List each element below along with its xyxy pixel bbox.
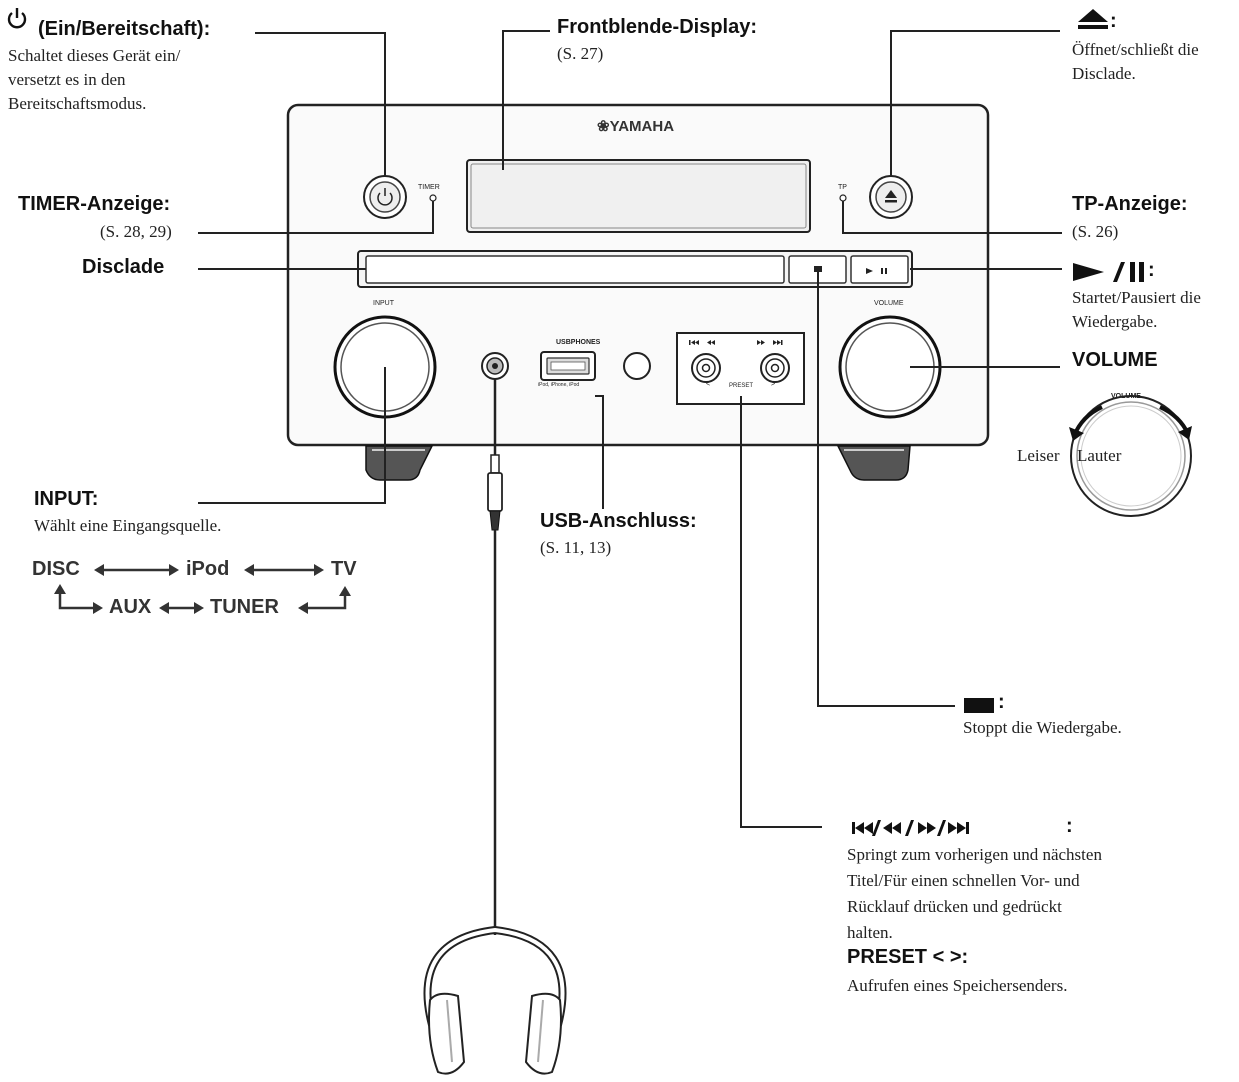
stop-icon — [964, 698, 994, 713]
play-pause-button — [850, 255, 909, 284]
timer-ref: (S. 28, 29) — [100, 222, 172, 241]
tp-title: TP-Anzeige: — [1072, 193, 1188, 215]
brand-logo: ❀YAMAHA — [597, 118, 675, 135]
input-desc: Wählt eine Eingangsquelle. — [34, 516, 222, 535]
power-desc: Schaltet dieses Gerät ein/ versetzt es i… — [8, 46, 181, 113]
preset-left: < — [706, 381, 711, 388]
source-tv: TV — [331, 558, 357, 580]
timer-label: TIMER — [418, 184, 440, 191]
left-foot — [365, 445, 434, 481]
preset-label: PRESET — [729, 383, 754, 389]
usb-phones-label: USBPHONES — [556, 339, 601, 346]
preset-right: > — [771, 381, 776, 388]
preset-desc: Aufrufen eines Speichersenders. — [847, 976, 1068, 995]
volume-leiser: Leiser — [1017, 446, 1060, 465]
skip-icons — [852, 820, 969, 836]
usb-title: USB-Anschluss: — [540, 510, 697, 532]
volume-title: VOLUME — [1072, 349, 1158, 371]
volume-illustration — [1070, 395, 1192, 517]
source-tuner: TUNER — [210, 596, 279, 618]
tp-ref: (S. 26) — [1072, 222, 1119, 241]
play-pause-icon — [1073, 262, 1144, 282]
volume-lauter: Lauter — [1077, 446, 1122, 465]
ir-sensor — [623, 352, 651, 380]
source-aux: AUX — [109, 596, 152, 618]
play-title: : — [1148, 259, 1155, 281]
skip-title: : — [1066, 815, 1073, 837]
input-label: INPUT — [373, 300, 394, 307]
stop-desc: Stoppt die Wiedergabe. — [963, 718, 1122, 737]
input-title: INPUT: — [34, 488, 99, 510]
power-title: (Ein/Bereitschaft): — [38, 18, 211, 40]
source-disc: DISC — [32, 558, 80, 580]
front-display — [466, 159, 811, 233]
display-title: Frontblende-Display: — [557, 16, 758, 38]
play-desc: Startet/Pausiert die Wiedergabe. — [1072, 288, 1201, 331]
right-earcup — [524, 992, 562, 1075]
volume-knob-label: VOLUME — [1111, 393, 1141, 400]
stop-title: : — [998, 691, 1005, 713]
tp-label: TP — [838, 184, 847, 191]
preset-title: PRESET < >: — [847, 946, 969, 968]
device-glyphs — [689, 268, 887, 345]
eject-title: : — [1110, 10, 1117, 32]
power-icon — [7, 8, 27, 29]
display-ref: (S. 27) — [557, 44, 604, 63]
tp-led — [839, 194, 847, 202]
timer-led — [429, 194, 437, 202]
right-foot — [836, 445, 911, 481]
disclade-title: Disclade — [82, 256, 165, 278]
eject-icon — [1078, 9, 1108, 29]
eject-desc: Öffnet/schließt die Disclade. — [1072, 40, 1199, 83]
source-ipod: iPod — [186, 558, 230, 580]
skip-desc: Springt zum vorherigen und nächsten Tite… — [847, 845, 1102, 942]
volume-label: VOLUME — [874, 300, 904, 307]
disc-tray — [365, 255, 785, 284]
usb-sub-label: iPod, iPhone, iPod — [538, 382, 580, 388]
left-earcup — [428, 992, 466, 1075]
timer-title: TIMER-Anzeige: — [18, 193, 171, 215]
usb-ref: (S. 11, 13) — [540, 538, 612, 557]
